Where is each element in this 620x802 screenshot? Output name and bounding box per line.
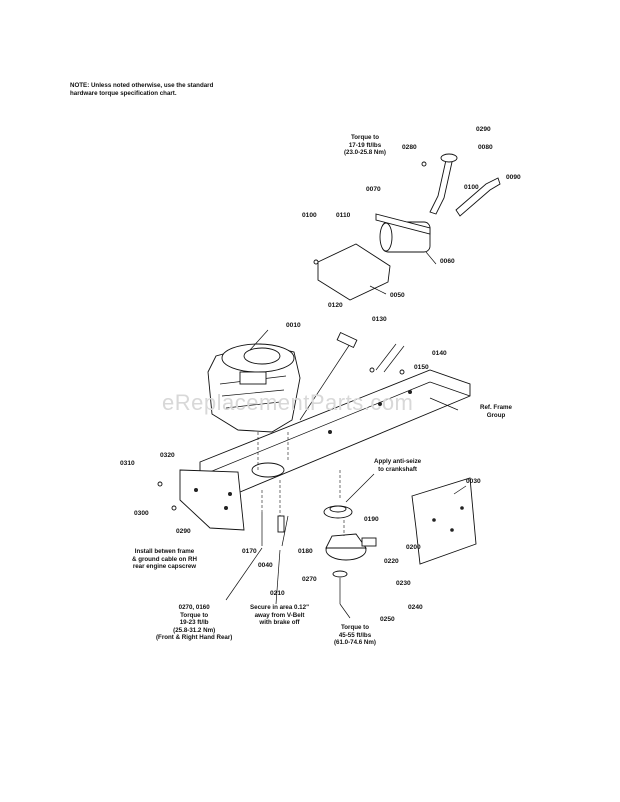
part-label-0280: 0280 <box>402 144 417 151</box>
alignment-lines <box>257 432 345 536</box>
callout-ref-frame-text: Ref. Frame Group <box>480 404 512 419</box>
callout-anti-seize-text: Apply anti-seize to crankshaft <box>374 458 422 473</box>
part-label-0320: 0320 <box>160 452 175 459</box>
part-label-0130: 0130 <box>372 316 387 323</box>
callout-torque-clutch: Torque to 45-55 ft/lbs (61.0-74.6 Nm) <box>334 624 376 647</box>
part-label-0060: 0060 <box>440 258 455 265</box>
part-label-0200: 0200 <box>406 544 421 551</box>
part-label-0300: 0300 <box>134 510 149 517</box>
hardware <box>157 161 427 547</box>
part-label-0210: 0210 <box>270 590 285 597</box>
frame <box>199 369 471 493</box>
muffler <box>375 213 431 253</box>
part-label-0010: 0010 <box>286 322 301 329</box>
muffler-shield <box>317 243 391 301</box>
left-bracket <box>179 469 245 531</box>
watermark: eReplacementParts.com <box>162 390 414 415</box>
part-label-0040: 0040 <box>258 562 273 569</box>
part-label-0050: 0050 <box>390 292 405 299</box>
callout-anti-seize: Apply anti-seize to crankshaft <box>374 458 421 473</box>
part-label-0270: 0270 <box>302 576 317 583</box>
part-label-0140: 0140 <box>432 350 447 357</box>
callout-torque-engine: 0270, 0160 Torque to 19-23 ft/lb (25.8-3… <box>156 604 232 642</box>
pulley-and-clutch <box>323 505 377 604</box>
callout-install-between-text: Install betwen frame & ground cable on R… <box>132 548 197 570</box>
brake-rod <box>299 331 405 421</box>
part-label-0220: 0220 <box>384 558 399 565</box>
callout-torque-engine-text: 0270, 0160 Torque to 19-23 ft/lb (25.8-3… <box>156 604 233 641</box>
part-label-0070: 0070 <box>366 186 381 193</box>
part-label-0240: 0240 <box>408 604 423 611</box>
engine <box>207 343 301 433</box>
part-label-0150: 0150 <box>414 364 429 371</box>
callout-secure-area-text: Secure in area 0.12" away from V-Belt wi… <box>250 604 310 626</box>
part-label-0100: 0100 <box>302 212 317 219</box>
callout-torque-muffler-text: Torque to 17-19 ft/lbs (23.0-25.8 Nm) <box>344 134 386 156</box>
part-label-0110: 0110 <box>336 212 351 219</box>
exhaust-pipes <box>429 153 501 217</box>
part-label-0290: 0290 <box>476 126 491 133</box>
callout-install-between: Install betwen frame & ground cable on R… <box>132 548 197 571</box>
part-label-0120: 0120 <box>328 302 343 309</box>
part-label-0180: 0180 <box>298 548 313 555</box>
part-label-0170: 0170 <box>242 548 257 555</box>
callout-torque-muffler: Torque to 17-19 ft/lbs (23.0-25.8 Nm) <box>344 134 386 157</box>
callout-secure-area: Secure in area 0.12" away from V-Belt wi… <box>250 604 309 627</box>
part-label-0030: 0030 <box>466 478 481 485</box>
right-plate <box>411 477 477 565</box>
part-label-0100-top: 0100 <box>464 184 479 191</box>
part-label-0090: 0090 <box>506 174 521 181</box>
callout-ref-frame: Ref. Frame Group <box>480 404 512 419</box>
part-label-0230: 0230 <box>396 580 411 587</box>
part-label-0080: 0080 <box>478 144 493 151</box>
part-label-0250: 0250 <box>380 616 395 623</box>
part-label-0290-lower: 0290 <box>176 528 191 535</box>
part-label-0310: 0310 <box>120 460 135 467</box>
leader-lines <box>225 251 467 619</box>
part-label-0190: 0190 <box>364 516 379 523</box>
note-text: NOTE: Unless noted otherwise, use the st… <box>70 82 214 97</box>
callout-torque-clutch-text: Torque to 45-55 ft/lbs (61.0-74.6 Nm) <box>334 624 376 646</box>
